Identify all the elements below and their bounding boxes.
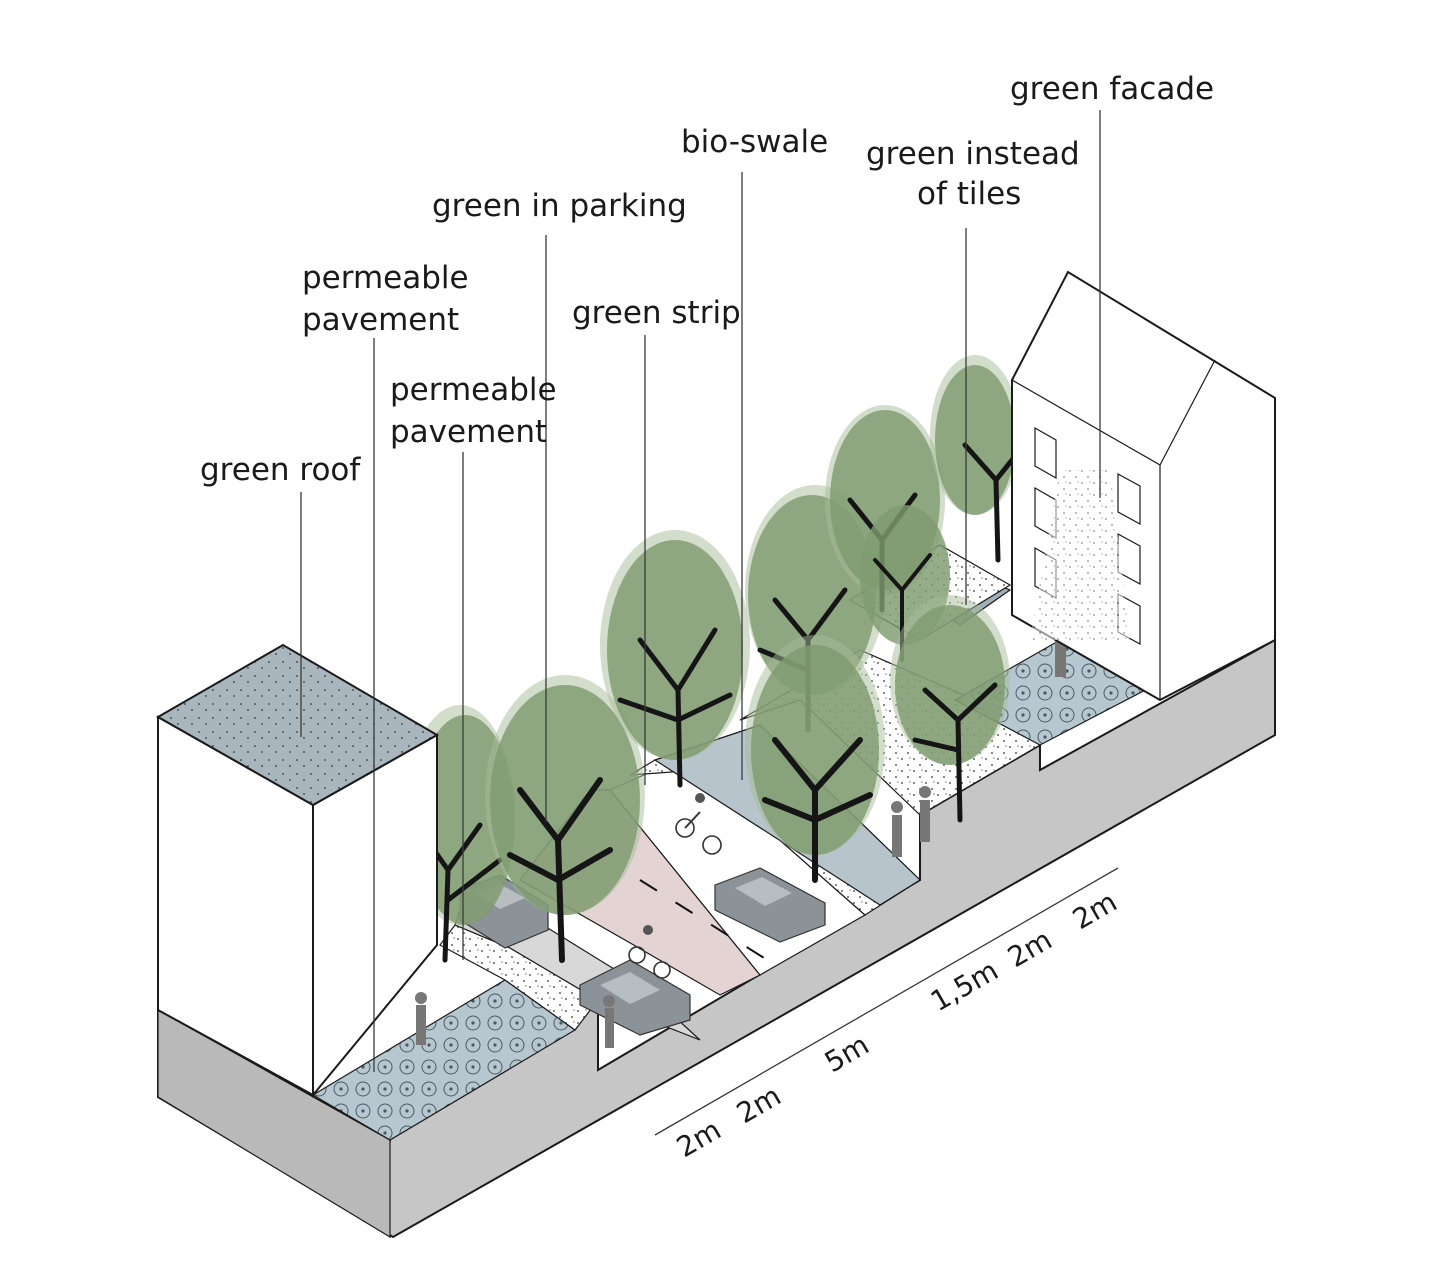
label-green-instead-of-tiles-line1: green instead: [866, 136, 1080, 172]
label-green-strip: green strip: [572, 295, 741, 331]
label-permeable-pavement-1-line2: pavement: [302, 302, 459, 338]
label-permeable-pavement-2-line1: permeable: [390, 372, 557, 408]
tree: [930, 355, 1020, 560]
label-permeable-pavement-1-line1: permeable: [302, 260, 469, 296]
dim-4: 1,5m: [925, 954, 1004, 1018]
label-green-roof: green roof: [200, 452, 361, 488]
label-green-facade: green facade: [1010, 71, 1214, 107]
label-green-instead-of-tiles-line2: of tiles: [917, 176, 1021, 212]
label-green-in-parking: green in parking: [432, 188, 687, 224]
label-permeable-pavement-2-line2: pavement: [390, 414, 547, 450]
label-bio-swale: bio-swale: [681, 124, 828, 160]
right-building: [1012, 272, 1275, 700]
left-building: [158, 645, 437, 1095]
